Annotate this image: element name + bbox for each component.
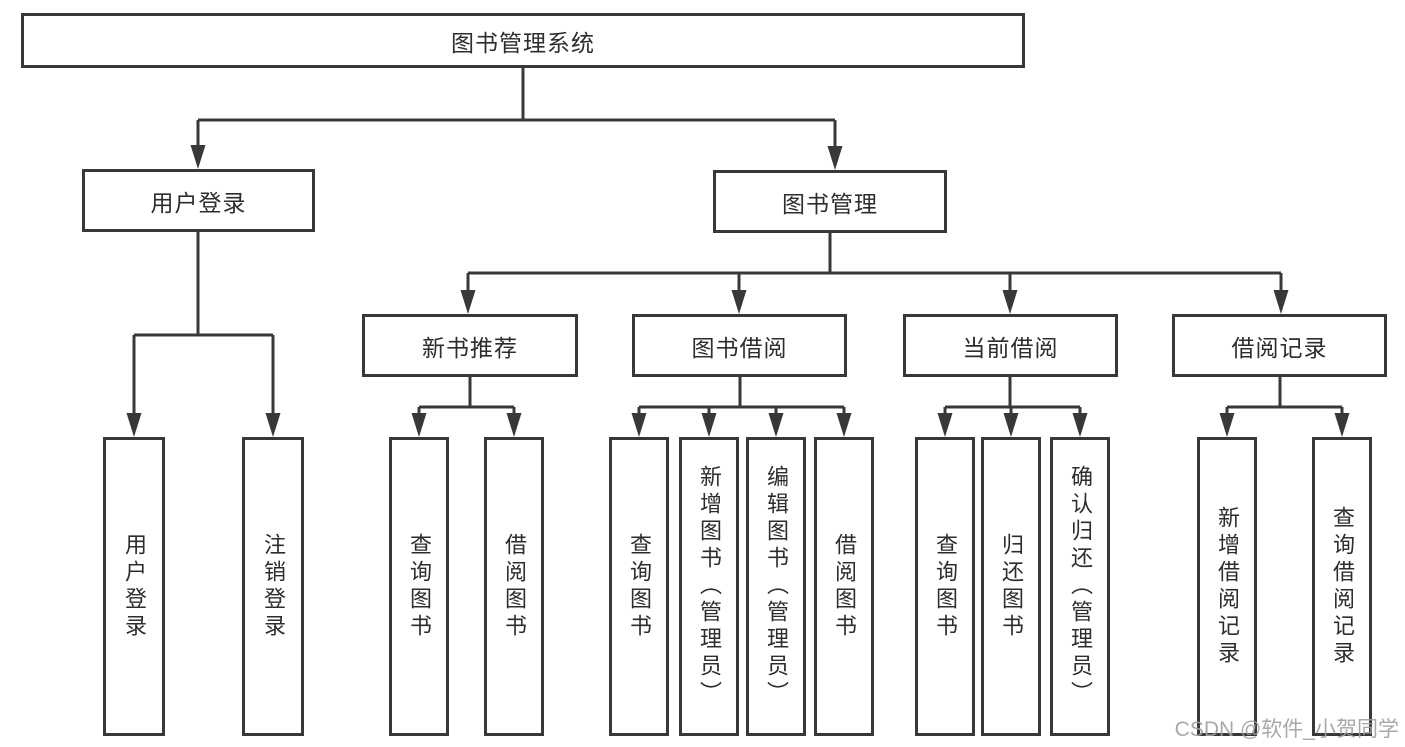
arrow-head bbox=[1219, 413, 1235, 437]
node-leaf-return-books: 归还图书 bbox=[981, 437, 1041, 736]
node-leaf-user-login: 用户登录 bbox=[103, 437, 165, 736]
connector-bookborrow-to-leaves bbox=[637, 377, 846, 414]
arrow-head bbox=[190, 145, 206, 169]
node-book-management-branch: 图书管理 bbox=[713, 170, 947, 233]
connector-borrowrecords-to-leaves bbox=[1225, 377, 1344, 414]
node-leaf-query-books-recommend: 查询图书 bbox=[389, 437, 449, 736]
node-leaf-borrow-books-recommend: 借阅图书 bbox=[484, 437, 544, 736]
connector-userlogin-to-leaves bbox=[132, 232, 275, 414]
arrow-head bbox=[827, 146, 843, 170]
arrow-head bbox=[460, 290, 476, 314]
arrow-head bbox=[836, 413, 852, 437]
arrow-head bbox=[1334, 413, 1350, 437]
connector-currentborrow-to-leaves bbox=[943, 377, 1082, 414]
node-leaf-confirm-return-admin: 确认归还（管理员） bbox=[1050, 437, 1110, 736]
node-leaf-logout: 注销登录 bbox=[242, 437, 304, 736]
node-new-book-recommendation: 新书推荐 bbox=[362, 314, 578, 377]
arrow-head bbox=[1072, 413, 1088, 437]
arrow-heads bbox=[126, 145, 1350, 437]
node-user-login-branch: 用户登录 bbox=[82, 169, 315, 232]
arrow-head bbox=[411, 413, 427, 437]
arrow-head bbox=[631, 413, 647, 437]
arrow-head bbox=[126, 413, 142, 437]
node-current-borrowing: 当前借阅 bbox=[903, 314, 1118, 377]
node-leaf-query-books-borrow: 查询图书 bbox=[609, 437, 669, 736]
arrow-head bbox=[1002, 290, 1018, 314]
arrow-head bbox=[1003, 413, 1019, 437]
connector-bookmgmt-to-level3 bbox=[466, 233, 1283, 291]
connector-newbookrec-to-leaves bbox=[417, 377, 516, 414]
arrow-head bbox=[731, 290, 747, 314]
node-leaf-borrow-books: 借阅图书 bbox=[814, 437, 874, 736]
arrow-head bbox=[701, 413, 717, 437]
node-root-library-management-system: 图书管理系统 bbox=[21, 13, 1025, 68]
node-leaf-edit-books-admin: 编辑图书（管理员） bbox=[746, 437, 806, 736]
arrow-head bbox=[768, 413, 784, 437]
connector-root-to-level2 bbox=[196, 68, 837, 147]
arrow-head bbox=[265, 413, 281, 437]
arrow-head bbox=[1273, 290, 1289, 314]
node-leaf-query-books-current: 查询图书 bbox=[915, 437, 975, 736]
arrow-head bbox=[506, 413, 522, 437]
node-leaf-add-books-admin: 新增图书（管理员） bbox=[679, 437, 739, 736]
arrow-head bbox=[937, 413, 953, 437]
node-book-borrowing: 图书借阅 bbox=[632, 314, 847, 377]
node-leaf-query-borrow-record: 查询借阅记录 bbox=[1312, 437, 1372, 736]
node-borrowing-records: 借阅记录 bbox=[1172, 314, 1387, 377]
node-leaf-add-borrow-record: 新增借阅记录 bbox=[1197, 437, 1257, 736]
